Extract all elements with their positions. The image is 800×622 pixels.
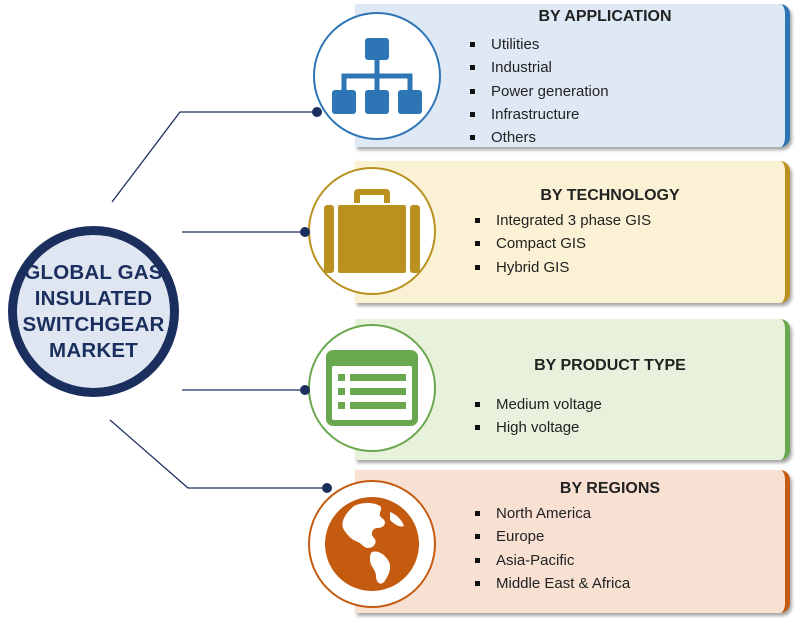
icon-ring-application <box>313 12 441 140</box>
segment-title-technology: BY TECHNOLOGY <box>540 187 680 204</box>
segment-items-technology: Integrated 3 phase GIS Compact GIS Hybri… <box>473 209 651 279</box>
segment-item: Others <box>468 126 609 149</box>
icon-ring-regions <box>308 480 436 608</box>
segment-item: Compact GIS <box>473 232 651 255</box>
segment-item: Europe <box>473 525 630 548</box>
center-title: GLOBAL GAS INSULATED SWITCHGEAR MARKET <box>22 260 165 362</box>
hierarchy-icon <box>332 38 422 114</box>
briefcase-icon <box>324 189 420 273</box>
segment-title-regions: BY REGIONS <box>559 480 661 497</box>
icon-ring-product <box>308 324 436 452</box>
connector-dot-technology <box>300 227 310 237</box>
center-circle: GLOBAL GAS INSULATED SWITCHGEAR MARKET <box>8 226 179 397</box>
connector-dot-product <box>300 385 310 395</box>
segment-item: Infrastructure <box>468 103 609 126</box>
segment-item: Hybrid GIS <box>473 256 651 279</box>
connector-dot-application <box>312 107 322 117</box>
segment-item: Asia-Pacific <box>473 549 630 572</box>
segment-item: North America <box>473 502 630 525</box>
segment-title-application: BY APPLICATION <box>538 8 672 25</box>
segment-item: High voltage <box>473 416 602 439</box>
segment-items-product: Medium voltage High voltage <box>473 393 602 440</box>
globe-icon <box>325 497 419 591</box>
connector-application <box>111 111 318 203</box>
segment-items-application: Utilities Industrial Power generation In… <box>468 33 609 149</box>
segment-item: Industrial <box>468 56 609 79</box>
segment-title-product: BY PRODUCT TYPE <box>534 357 686 374</box>
segment-item: Middle East & Africa <box>473 572 630 595</box>
segment-item: Utilities <box>468 33 609 56</box>
segment-items-regions: North America Europe Asia-Pacific Middle… <box>473 502 630 595</box>
connector-regions <box>109 419 327 489</box>
segment-item: Medium voltage <box>473 393 602 416</box>
segment-item: Power generation <box>468 80 609 103</box>
list-window-icon <box>326 350 418 426</box>
icon-ring-technology <box>308 167 436 295</box>
connector-dot-regions <box>322 483 332 493</box>
segment-item: Integrated 3 phase GIS <box>473 209 651 232</box>
